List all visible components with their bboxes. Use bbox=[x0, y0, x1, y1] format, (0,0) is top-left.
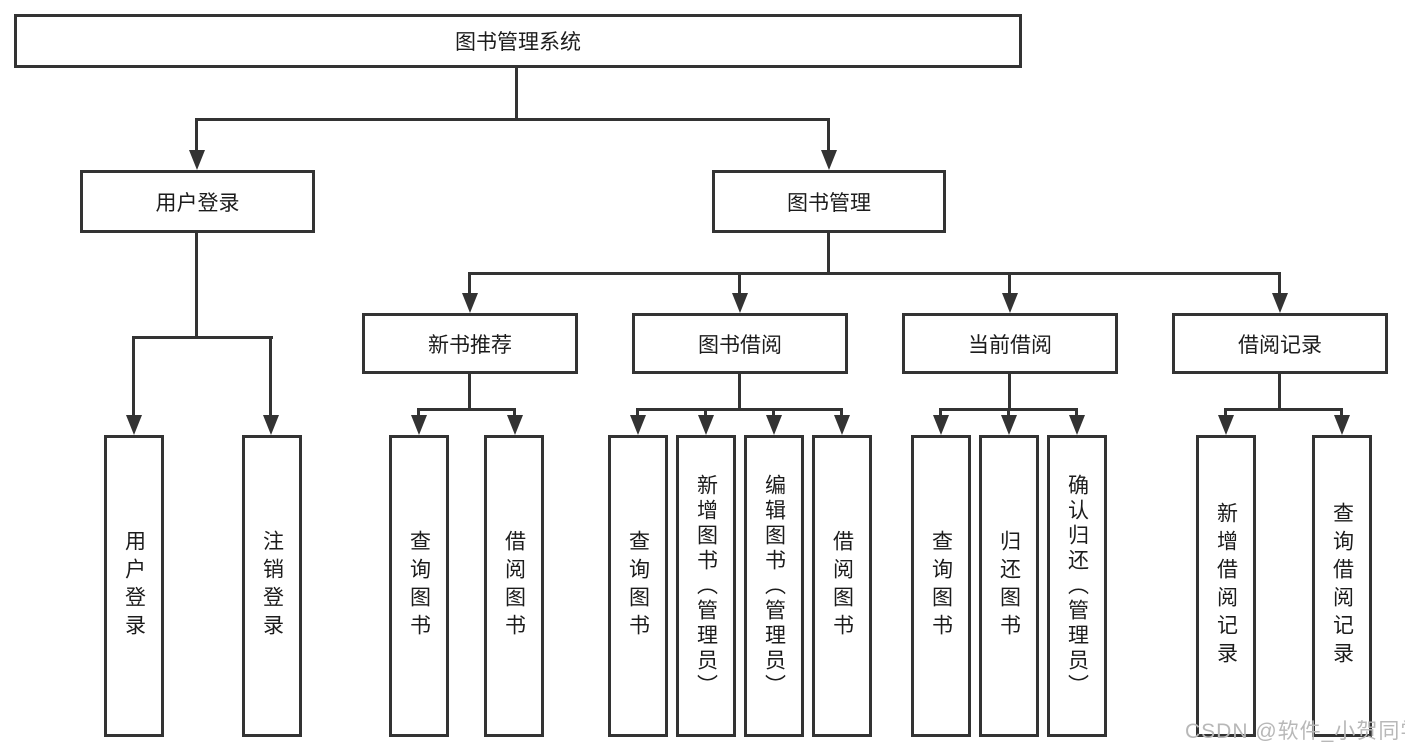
arrow-down-icon bbox=[1334, 415, 1350, 435]
arrow-down-icon bbox=[411, 415, 427, 435]
node-nbr-query-books-label: 查询图书 bbox=[407, 530, 431, 642]
connector-line bbox=[195, 118, 198, 154]
connector-line bbox=[827, 118, 830, 154]
node-bb-query-books-label: 查询图书 bbox=[626, 530, 650, 642]
arrow-down-icon bbox=[933, 415, 949, 435]
node-cb-return-books-label: 归还图书 bbox=[997, 530, 1021, 642]
node-bb-add-books: 新增图书（管理员） bbox=[676, 435, 736, 737]
connector-line bbox=[515, 68, 518, 118]
node-cb-query-books-label: 查询图书 bbox=[929, 530, 953, 642]
node-br-query-record: 查询借阅记录 bbox=[1312, 435, 1372, 737]
connector-line bbox=[1008, 374, 1011, 411]
node-cb-confirm-return-label: 确认归还（管理员） bbox=[1065, 473, 1089, 699]
connector-line bbox=[195, 233, 198, 338]
arrow-down-icon bbox=[1272, 293, 1288, 313]
connector-line bbox=[1224, 408, 1227, 418]
node-bb-query-books: 查询图书 bbox=[608, 435, 668, 737]
connector-line bbox=[513, 408, 516, 418]
connector-line bbox=[195, 118, 830, 121]
node-br-add-record-label: 新增借阅记录 bbox=[1214, 502, 1238, 670]
arrow-down-icon bbox=[1001, 415, 1017, 435]
connector-line bbox=[132, 336, 135, 417]
node-bb-add-books-label: 新增图书（管理员） bbox=[694, 473, 718, 699]
node-user-login-label: 用户登录 bbox=[122, 530, 146, 642]
node-user-login-group-label: 用户登录 bbox=[155, 191, 240, 215]
node-book-borrowing-label: 图书借阅 bbox=[698, 333, 782, 357]
connector-line bbox=[417, 408, 420, 418]
node-new-book-recommend-label: 新书推荐 bbox=[428, 333, 512, 357]
connector-line bbox=[1008, 272, 1011, 295]
node-logout: 注销登录 bbox=[242, 435, 302, 737]
node-br-add-record: 新增借阅记录 bbox=[1196, 435, 1256, 737]
arrow-down-icon bbox=[263, 415, 279, 435]
connector-line bbox=[636, 408, 843, 411]
arrow-down-icon bbox=[821, 150, 837, 170]
arrow-down-icon bbox=[766, 415, 782, 435]
node-logout-label: 注销登录 bbox=[260, 530, 284, 642]
arrow-down-icon bbox=[189, 150, 205, 170]
arrow-down-icon bbox=[507, 415, 523, 435]
node-cb-return-books: 归还图书 bbox=[979, 435, 1039, 737]
node-book-borrowing: 图书借阅 bbox=[632, 313, 848, 374]
connector-line bbox=[738, 374, 741, 411]
connector-line bbox=[1075, 408, 1078, 418]
connector-line bbox=[939, 408, 942, 418]
node-nbr-query-books: 查询图书 bbox=[389, 435, 449, 737]
connector-line bbox=[1224, 408, 1343, 411]
connector-line bbox=[132, 336, 273, 339]
node-bb-borrow-books-label: 借阅图书 bbox=[830, 530, 854, 642]
connector-line bbox=[1007, 408, 1010, 418]
connector-line bbox=[772, 408, 775, 418]
connector-line bbox=[827, 233, 830, 274]
arrow-down-icon bbox=[1069, 415, 1085, 435]
csdn-watermark: CSDN @软件_小贺同学 bbox=[1185, 720, 1405, 743]
arrow-down-icon bbox=[834, 415, 850, 435]
arrow-down-icon bbox=[1218, 415, 1234, 435]
connector-line bbox=[1278, 374, 1281, 411]
node-user-login-group: 用户登录 bbox=[80, 170, 315, 233]
connector-line bbox=[468, 272, 1281, 275]
node-bb-borrow-books: 借阅图书 bbox=[812, 435, 872, 737]
node-root: 图书管理系统 bbox=[14, 14, 1022, 68]
connector-line bbox=[704, 408, 707, 418]
node-current-borrowing: 当前借阅 bbox=[902, 313, 1118, 374]
node-nbr-borrow-books-label: 借阅图书 bbox=[502, 530, 526, 642]
node-root-label: 图书管理系统 bbox=[455, 31, 581, 54]
node-bb-edit-books-label: 编辑图书（管理员） bbox=[762, 473, 786, 699]
node-book-management-label: 图书管理 bbox=[787, 191, 871, 215]
node-new-book-recommend: 新书推荐 bbox=[362, 313, 578, 374]
node-current-borrowing-label: 当前借阅 bbox=[968, 333, 1052, 357]
connector-line bbox=[636, 408, 639, 418]
node-book-management: 图书管理 bbox=[712, 170, 946, 233]
node-br-query-record-label: 查询借阅记录 bbox=[1330, 502, 1354, 670]
node-borrowing-records: 借阅记录 bbox=[1172, 313, 1388, 374]
node-user-login: 用户登录 bbox=[104, 435, 164, 737]
node-cb-confirm-return: 确认归还（管理员） bbox=[1047, 435, 1107, 737]
connector-line bbox=[468, 374, 471, 411]
node-nbr-borrow-books: 借阅图书 bbox=[484, 435, 544, 737]
arrow-down-icon bbox=[1002, 293, 1018, 313]
node-cb-query-books: 查询图书 bbox=[911, 435, 971, 737]
connector-line bbox=[1278, 272, 1281, 295]
connector-line bbox=[738, 272, 741, 295]
connector-line bbox=[1340, 408, 1343, 418]
arrow-down-icon bbox=[698, 415, 714, 435]
arrow-down-icon bbox=[462, 293, 478, 313]
connector-line bbox=[269, 336, 272, 417]
arrow-down-icon bbox=[630, 415, 646, 435]
connector-line bbox=[840, 408, 843, 418]
node-bb-edit-books: 编辑图书（管理员） bbox=[744, 435, 804, 737]
connector-line bbox=[417, 408, 516, 411]
arrow-down-icon bbox=[732, 293, 748, 313]
connector-line bbox=[468, 272, 471, 295]
arrow-down-icon bbox=[126, 415, 142, 435]
node-borrowing-records-label: 借阅记录 bbox=[1238, 333, 1322, 357]
